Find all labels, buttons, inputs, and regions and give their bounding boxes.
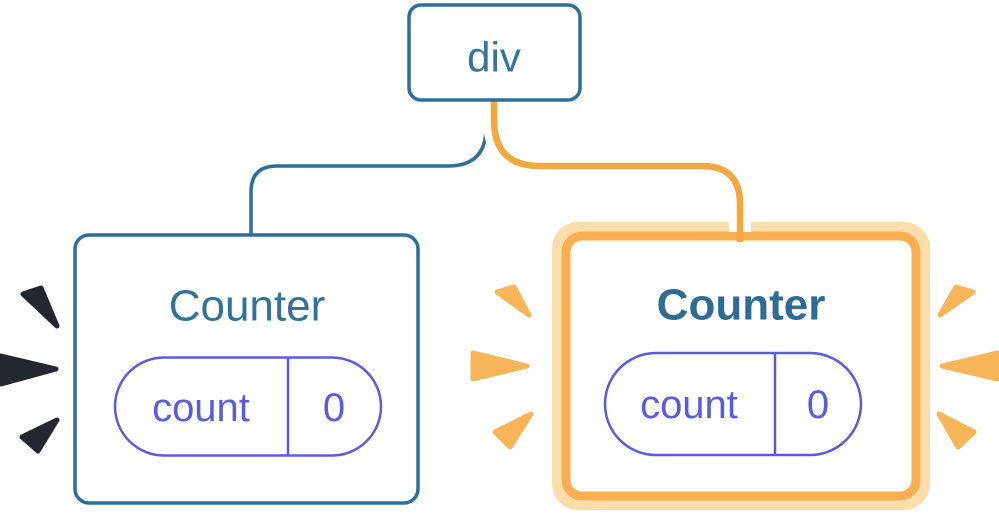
right-counter-card-content: Counter count 0 xyxy=(603,281,863,457)
right-counter-sparks xyxy=(470,284,999,450)
edge-root-to-left-counter xyxy=(249,99,488,237)
right-state-value: 0 xyxy=(807,383,829,427)
spark-icon xyxy=(936,411,977,450)
root-node-label: div xyxy=(467,34,521,81)
spark-icon xyxy=(937,284,976,318)
right-counter-title: Counter xyxy=(657,281,826,330)
left-state-pill: count 0 xyxy=(113,356,383,457)
spark-icon xyxy=(0,353,59,387)
right-state-pill: count 0 xyxy=(603,351,863,457)
root-node-frame xyxy=(407,3,582,102)
edge-root-to-right-counter xyxy=(490,99,744,242)
right-state-key: count xyxy=(640,383,738,427)
left-state-value: 0 xyxy=(323,386,345,430)
left-state-pill-outline xyxy=(113,356,383,457)
left-counter-card: Counter count 0 xyxy=(73,233,420,505)
spark-icon xyxy=(470,350,530,382)
spark-icon xyxy=(494,284,532,318)
spark-icon xyxy=(19,417,60,454)
right-state-pill-outline xyxy=(603,351,863,457)
spark-icon xyxy=(492,411,534,450)
spark-icon xyxy=(939,350,999,382)
left-state-key: count xyxy=(152,386,250,430)
spark-icon xyxy=(20,285,60,329)
left-counter-title: Counter xyxy=(169,282,326,331)
root-node: div xyxy=(407,3,582,102)
left-counter-sparks xyxy=(0,285,60,454)
